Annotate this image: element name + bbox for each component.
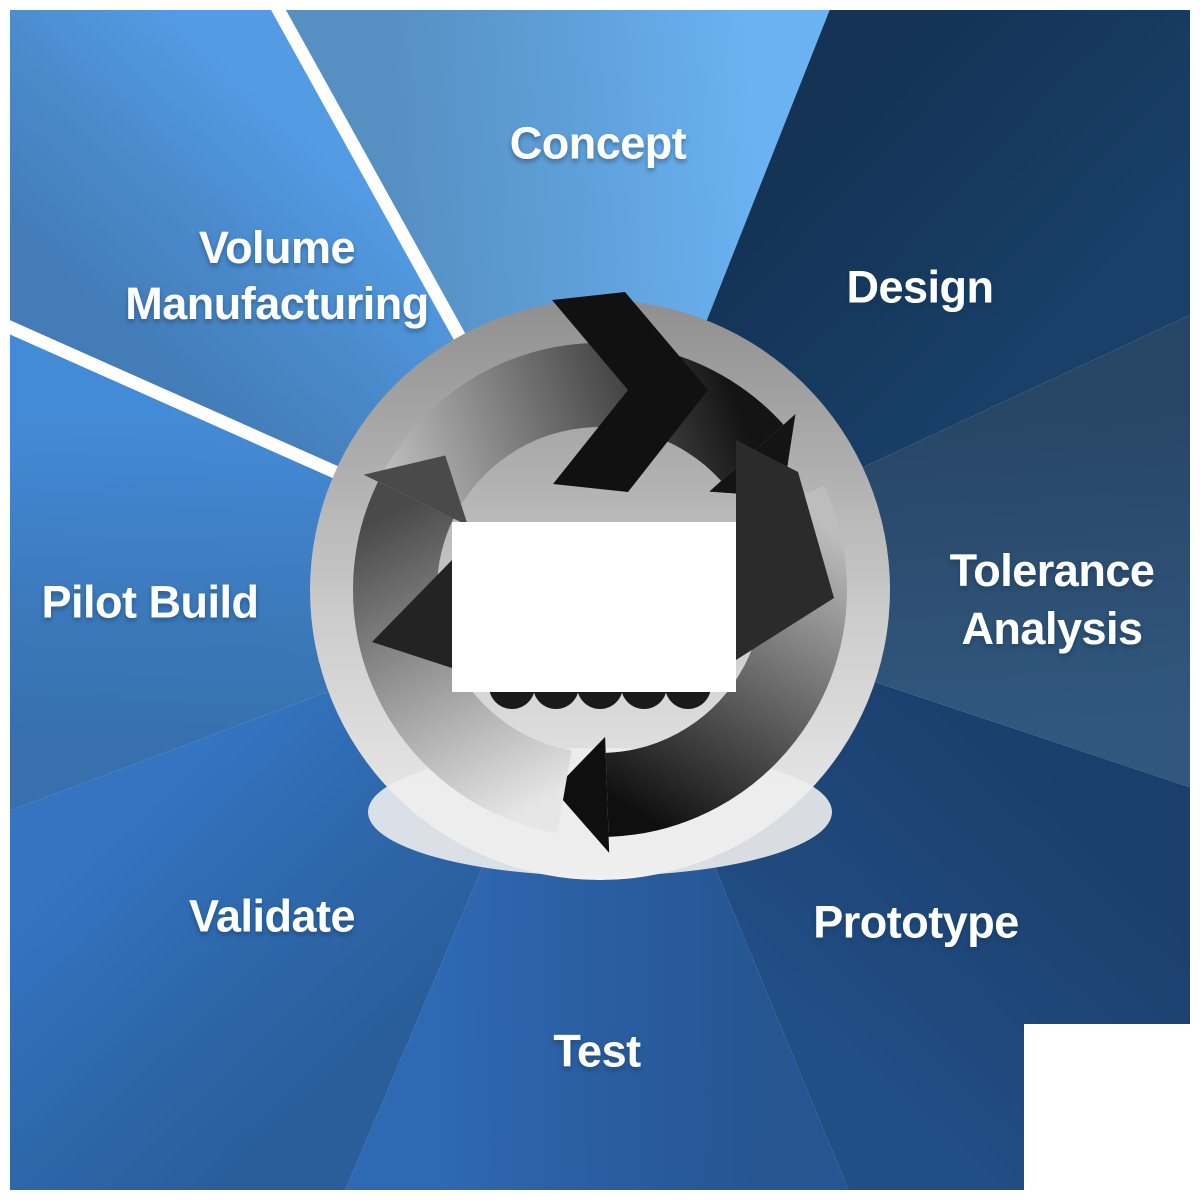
- segment-label-line: Manufacturing: [125, 278, 429, 329]
- segment-label-test: Test: [553, 1026, 641, 1077]
- segment-design: [697, 10, 1190, 479]
- segment-gap: [0, 315, 358, 487]
- segment-label-design: Design: [846, 262, 993, 313]
- segment-tolerance-analysis: [840, 314, 1190, 788]
- segment-gap: [265, 0, 476, 359]
- segment-label-pilot-build: Pilot Build: [42, 577, 259, 628]
- dark-accent-left: [372, 560, 452, 668]
- segment-concept: [278, 10, 830, 359]
- segment-label-line: Analysis: [961, 603, 1142, 654]
- cycle-arrow-arc: [353, 481, 573, 834]
- segment-volume-manufacturing: [10, 10, 472, 483]
- cycle-arrow-head: [553, 736, 610, 853]
- segment-label-line: Volume: [199, 222, 355, 273]
- segment-label-line: Tolerance: [950, 545, 1155, 596]
- segment-gap-separators: [0, 0, 476, 487]
- segment-label-prototype: Prototype: [813, 897, 1019, 948]
- dark-accent-right: [736, 440, 834, 660]
- segment-label-concept: Concept: [510, 118, 687, 169]
- center-blank-patch: [452, 522, 736, 692]
- corner-blank-patch: [1024, 1024, 1200, 1200]
- segment-label-validate: Validate: [189, 891, 355, 942]
- cycle-arrow-head: [363, 455, 468, 526]
- segment-test: [345, 833, 849, 1190]
- chevron-accent: [552, 292, 708, 492]
